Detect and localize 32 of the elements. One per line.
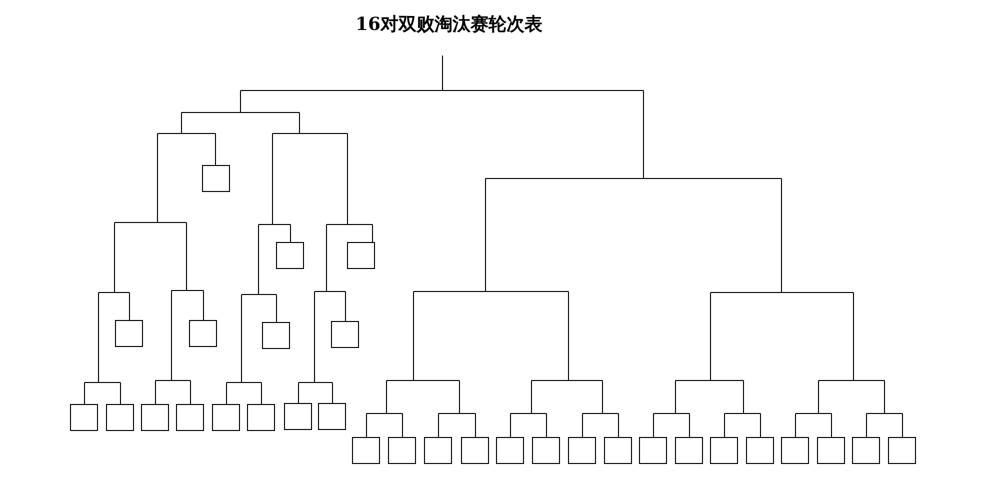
empty-box — [496, 437, 524, 464]
empty-box — [675, 437, 703, 464]
empty-box — [70, 404, 98, 431]
empty-box — [424, 437, 452, 464]
empty-box — [212, 404, 240, 431]
empty-box — [746, 437, 774, 464]
empty-box — [247, 404, 275, 431]
empty-box — [639, 437, 667, 464]
empty-box — [262, 322, 290, 349]
empty-box — [568, 437, 596, 464]
empty-box — [106, 404, 134, 431]
empty-box — [781, 437, 809, 464]
empty-box — [202, 165, 230, 192]
empty-box — [388, 437, 416, 464]
empty-box — [318, 403, 346, 430]
empty-box — [347, 242, 375, 269]
empty-box — [532, 437, 560, 464]
empty-box — [852, 437, 880, 464]
empty-box — [331, 321, 359, 348]
empty-box — [141, 404, 169, 431]
empty-box — [189, 320, 217, 347]
title: 16对双败淘汰赛轮次表 — [355, 13, 543, 36]
empty-box — [604, 437, 632, 464]
empty-box — [176, 404, 204, 431]
empty-box — [888, 437, 916, 464]
empty-box — [817, 437, 845, 464]
empty-box — [352, 437, 380, 464]
empty-box — [115, 320, 143, 347]
empty-box — [284, 403, 312, 430]
empty-box — [276, 242, 304, 269]
empty-box — [710, 437, 738, 464]
empty-box — [461, 437, 489, 464]
